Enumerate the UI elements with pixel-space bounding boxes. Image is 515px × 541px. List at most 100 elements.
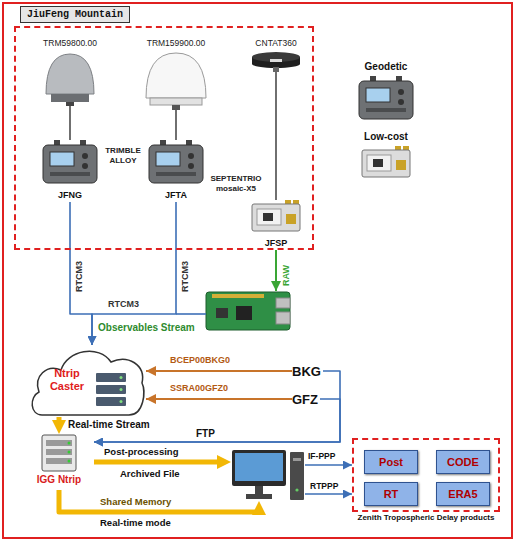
- raw-stream-arrow: [275, 250, 277, 291]
- receiver-body: [359, 81, 413, 119]
- raspberry-pi: [206, 292, 290, 330]
- product-name: RT: [384, 488, 399, 500]
- tower-led: [295, 488, 298, 491]
- gnss-receiver: JFNG: [40, 140, 100, 202]
- receiver-picture: [148, 140, 204, 184]
- antenna-top: [252, 52, 300, 62]
- product-source: BKG: [292, 362, 323, 380]
- connector: [146, 398, 292, 400]
- flow-arrows: [59, 250, 352, 512]
- receiver-button: [82, 153, 88, 159]
- receiver-stripe: [156, 172, 196, 176]
- pi-board: [206, 292, 290, 330]
- receiver-button: [188, 153, 194, 159]
- server-unit: [96, 397, 126, 406]
- stream-format: RTCM3: [108, 299, 139, 310]
- group-caption: Zenith Tropospheric Delay products: [344, 513, 508, 523]
- antenna-connector: [66, 102, 74, 106]
- pi-usb: [276, 298, 290, 308]
- method-label: RTPPP: [310, 481, 338, 492]
- server-led: [120, 376, 123, 379]
- connectors: [59, 72, 340, 442]
- gnss-antenna: TRM159900.00: [142, 32, 210, 110]
- server-unit: [96, 373, 126, 382]
- server-led: [120, 388, 123, 391]
- receiver-picture: [251, 200, 301, 232]
- receiver-board: [367, 155, 391, 171]
- monitor-base: [246, 494, 272, 499]
- legend-text: Geodetic: [354, 60, 418, 73]
- receiver-button: [398, 89, 404, 95]
- edge-label: FTP: [196, 428, 215, 440]
- server-led: [68, 451, 71, 454]
- receiver-button: [398, 99, 404, 105]
- mode-label: Shared Memory: [100, 496, 171, 508]
- cloud-outline: [32, 351, 144, 415]
- product-box: Post: [364, 450, 418, 474]
- pi-ethernet: [276, 312, 290, 324]
- server-name: IGG Ntrip: [24, 474, 94, 486]
- edge-label: SSRA00GFZ0: [170, 383, 228, 394]
- antenna-model: CNTAT360: [255, 38, 296, 49]
- receiver-connector: [396, 160, 406, 170]
- receiver-connector: [286, 214, 296, 224]
- receiver-body: [149, 145, 203, 183]
- ntrip-server: IGG Ntrip: [24, 434, 94, 490]
- connector: [275, 72, 276, 200]
- edge-label: Real-time Stream: [68, 419, 150, 431]
- mode-label: Archived File: [120, 468, 180, 480]
- cloud-shape: [28, 345, 146, 417]
- receiver-screen: [366, 88, 390, 102]
- receiver-chip: [373, 159, 383, 167]
- receiver-stripe: [366, 108, 406, 112]
- site-title: JiuFeng Mountain: [20, 6, 130, 23]
- antenna-model: TRM59800.00: [43, 38, 97, 49]
- antenna-base: [150, 98, 202, 105]
- mode-label: Real-time mode: [100, 517, 171, 529]
- pi-cpu: [236, 306, 252, 320]
- receiver-board: [257, 209, 281, 225]
- if-ppp-arrow: [305, 464, 352, 466]
- receiver-brand: SEPTENTRIO mosaic-X5: [209, 174, 263, 194]
- receiver-button: [82, 163, 88, 169]
- legend-item: Geodetic: [354, 60, 418, 120]
- connector: [57, 417, 62, 426]
- edge-label: RTCM3: [180, 261, 191, 292]
- receiver-body: [43, 145, 97, 183]
- server-led: [120, 400, 123, 403]
- product-box: RT: [364, 482, 418, 506]
- server-slot: [46, 440, 72, 446]
- receiver-chip: [263, 213, 273, 221]
- source-name: GFZ: [292, 392, 318, 407]
- method-label: IF-PPP: [308, 451, 335, 462]
- server-stack-icon: [96, 373, 126, 406]
- gnss-receiver: JFSP: [249, 200, 303, 250]
- receiver-screen: [50, 152, 74, 166]
- receiver-screen: [156, 152, 180, 166]
- server-led: [68, 442, 71, 445]
- receiver-picture: [361, 146, 411, 178]
- ntrip-caster-cloud: Ntrip Caster: [28, 345, 146, 417]
- antenna-body: [252, 60, 300, 68]
- monitor-neck: [255, 486, 263, 494]
- connector: [175, 110, 176, 140]
- monitor-screen: [235, 453, 283, 481]
- pi-header: [212, 294, 264, 298]
- gnss-receiver: JFTA: [146, 140, 206, 202]
- receiver-brand: TRIMBLE ALLOY: [101, 146, 145, 166]
- product-name: CODE: [447, 456, 479, 468]
- pi-stream-line: [176, 313, 206, 315]
- server-case: [42, 435, 76, 471]
- product-name: ERA5: [448, 488, 477, 500]
- gnss-antenna: CNTAT360: [248, 32, 304, 72]
- computer: [232, 450, 304, 500]
- product-name: Post: [379, 456, 403, 468]
- station-name: JFNG: [58, 190, 82, 201]
- server-unit: [96, 385, 126, 394]
- connector: [69, 106, 70, 140]
- figure-frame: [3, 3, 512, 538]
- monitor: [232, 450, 286, 486]
- edge-label: RTCM3: [74, 261, 85, 292]
- legend-item: Low-cost: [354, 130, 418, 178]
- rtppp-arrow: [305, 493, 352, 495]
